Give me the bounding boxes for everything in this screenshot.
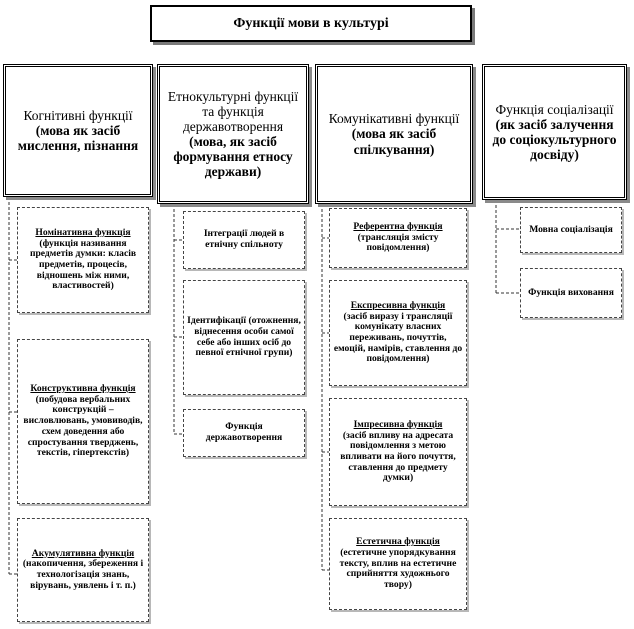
header-socialization: Функція соціалізації (як засіб залучення… xyxy=(482,64,627,200)
item-expressive-desc: (засіб виразу і трансляції комунікату вл… xyxy=(333,310,463,365)
item-nominative-desc: (функція називання предметів думки: клас… xyxy=(29,237,137,292)
item-aesthetic-desc: (естетичне упорядкування тексту, вплив н… xyxy=(339,546,457,591)
header-socialization-name: Функція соціалізації xyxy=(495,101,614,117)
diagram-title: Функції мови в культурі xyxy=(150,5,472,42)
item-aesthetic: Естетична функція (естетичне упорядкуван… xyxy=(329,518,467,610)
item-referential-desc: (трансляція змісту повідомлення) xyxy=(357,231,439,254)
header-ethnocultural-name: Етнокультурні функції та функція державо… xyxy=(167,88,299,134)
item-integration: Інтеграції людей в етнічну спільноту xyxy=(183,211,305,269)
item-language-socialization-desc: Мовна соціалізація xyxy=(529,223,613,235)
item-accumulative-name: Акумулятивна функція xyxy=(31,547,135,559)
header-ethnocultural-note: (мова, як засіб формування етносу держав… xyxy=(173,134,293,180)
item-upbringing-desc: Функція виховання xyxy=(528,286,614,298)
header-cognitive: Когнітивні функції (мова як засіб мислен… xyxy=(3,64,153,197)
item-referential-name: Референтна функція xyxy=(353,220,443,232)
item-nominative-name: Номінативна функція xyxy=(35,226,131,238)
item-referential: Референтна функція (трансляція змісту по… xyxy=(329,208,467,268)
header-socialization-note: (як засіб залучення до соціокультурного … xyxy=(492,116,617,163)
item-identification: Ідентифікації (отожнення, віднесення осо… xyxy=(183,280,305,395)
item-integration-desc: Інтеграції людей в етнічну спільноту xyxy=(203,228,285,250)
item-identification-desc: Ідентифікації (отожнення, віднесення осо… xyxy=(187,315,301,359)
header-cognitive-name: Когнітивні функції xyxy=(23,107,133,123)
diagram-title-text: Функції мови в культурі xyxy=(233,15,389,31)
item-expressive-name: Експресивна функція xyxy=(350,299,446,311)
item-constructive-name: Конструктивна функція xyxy=(30,382,136,394)
item-state-building: Функція державотворення xyxy=(183,409,305,457)
item-constructive-desc: (побудова вербальних конструкцій – висло… xyxy=(23,393,143,459)
item-upbringing: Функція виховання xyxy=(520,268,622,318)
header-cognitive-note: (мова як засіб мислення, пізнання xyxy=(17,122,139,154)
header-ethnocultural: Етнокультурні функції та функція державо… xyxy=(157,64,309,204)
item-accumulative-desc: (накопичення, збереження і технологізаці… xyxy=(22,558,144,591)
item-expressive: Експресивна функція (засіб виразу і тран… xyxy=(329,280,467,386)
item-impressive: Імпресивна функція (засіб впливу на адре… xyxy=(329,398,467,506)
item-nominative: Номінативна функція (функція називання п… xyxy=(17,207,149,313)
header-communicative-note: (мова як засіб спілкування) xyxy=(351,126,437,157)
item-constructive: Конструктивна функція (побудова вербальн… xyxy=(17,339,149,504)
item-language-socialization: Мовна соціалізація xyxy=(520,207,622,253)
header-communicative-name: Комунікативні функції xyxy=(328,111,460,127)
item-state-building-desc: Функція державотворення xyxy=(205,421,283,443)
item-accumulative: Акумулятивна функція (накопичення, збере… xyxy=(17,518,149,622)
item-impressive-desc: (засіб впливу на адресата повідомлення з… xyxy=(340,429,456,484)
header-communicative: Комунікативні функції (мова як засіб спі… xyxy=(315,64,473,204)
item-aesthetic-name: Естетична функція xyxy=(356,536,440,548)
item-impressive-name: Імпресивна функція xyxy=(353,418,443,430)
